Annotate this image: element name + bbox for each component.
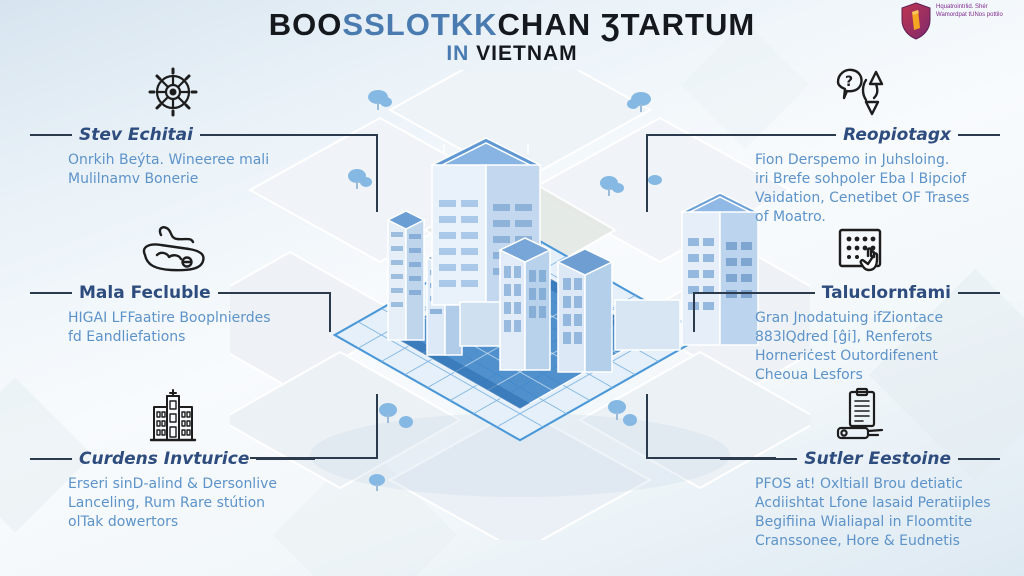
item-mid-left: Mala Fecluble HIGAI LFFaatire Booplnierd…	[30, 218, 315, 347]
item-description: Onrkih Beýta. Wineeree mali Mulilnamv Bo…	[30, 151, 315, 189]
title-divider	[30, 458, 72, 460]
description-line: Cranssonee, Hore & Eudnetis	[755, 533, 960, 549]
connector-bottom-left	[376, 394, 378, 459]
item-top-left: Stev Echitai Onrkih Beýta. Wineeree mali…	[30, 60, 315, 189]
connector-bottom-right	[646, 457, 776, 459]
description-line: Horneriċest Outordifenent	[755, 348, 938, 364]
item-title-row: Sutler Eestoine	[720, 448, 1000, 470]
item-bottom-right: Sutler Eestoine PFOS at! Oxltiall Brou d…	[720, 384, 1000, 551]
item-title-row: Curdens Invturice	[30, 448, 315, 470]
item-description: Gran Jnodatuing ifZiontace 883lQdred [ĝi…	[720, 309, 1000, 385]
description-line: Erseri sinD-alind & Dersonlive	[68, 476, 277, 492]
isometric-city-illustration	[230, 70, 810, 540]
connector-mid-right	[693, 292, 695, 332]
title-divider	[958, 458, 1000, 460]
title-part: BOO	[268, 7, 343, 42]
header: BOOSSLOTKKCHAN ƷTARTUM IN VIETNAM	[0, 8, 1024, 66]
item-description: PFOS at! Oxltiall Brou detiatic Acdiisht…	[720, 475, 1000, 551]
item-title-row: Taluclornfami	[720, 282, 1000, 304]
page-title: BOOSSLOTKKCHAN ƷTARTUM	[0, 8, 1024, 42]
description-line: Cheoua Lesfors	[755, 367, 863, 383]
item-title-row: Stev Echitai	[30, 124, 315, 146]
item-title: Curdens Invturice	[79, 449, 250, 469]
logo-caption: Hquatrointrlid. Shér Wamordpat tUNos pot…	[936, 0, 1003, 19]
logo-caption-line: Hquatrointrlid. Shér	[936, 4, 988, 10]
page-subtitle: IN VIETNAM	[0, 42, 1024, 65]
subtitle-rest: VIETNAM	[469, 42, 578, 65]
platform-shadow	[310, 413, 730, 497]
description-line: Mulilnamv Bonerie	[68, 171, 199, 187]
description-line: fd Eandliefations	[68, 329, 186, 345]
ship-wheel-icon	[30, 60, 315, 124]
description-line: PFOS at! Oxltiall Brou detiatic	[755, 476, 963, 492]
description-line: Gran Jnodatuing ifZiontace	[755, 310, 944, 326]
subtitle-accent: IN	[446, 42, 470, 65]
item-bottom-left: Curdens Invturice Erseri sinD-alind & De…	[30, 384, 315, 532]
description-line: Begifiina Wialiapal in Floomtite	[755, 514, 973, 530]
description-line: 883lQdred [ĝi], Renferots	[755, 329, 933, 345]
item-title: Stev Echitai	[79, 125, 193, 145]
title-part: CHAN ƷTARTUM	[497, 7, 756, 42]
clipboard-pen-icon	[720, 384, 1000, 448]
title-divider	[199, 134, 315, 136]
item-title: Sutler Eestoine	[804, 449, 951, 469]
connector-top-right	[646, 134, 776, 136]
title-divider	[720, 292, 815, 294]
description-line: Vaidation, Cenetibet OF Trases	[755, 190, 970, 206]
title-divider	[256, 458, 315, 460]
description-line: of Moatro.	[755, 209, 826, 225]
logo-caption-line: Wamordpat tUNos pottilo	[936, 12, 1003, 18]
description-line: Lanceling, Rum Rare stútion	[68, 495, 266, 511]
item-title-row: Mala Fecluble	[30, 282, 315, 304]
description-line: Onrkih Beýta. Wineeree mali	[68, 152, 270, 168]
item-description: Fion Derspemo in Juhsloing. iri Brefe so…	[720, 151, 1000, 227]
connector-top-left	[376, 134, 378, 212]
title-divider	[30, 134, 72, 136]
buildings	[386, 137, 760, 373]
connector-mid-left	[329, 292, 331, 332]
title-part-accent: SSLOTKK	[342, 7, 498, 42]
government-building-icon	[30, 384, 315, 448]
item-title-row: Reopiotagx	[720, 124, 1000, 146]
item-title: Mala Fecluble	[79, 283, 211, 303]
brand-logo: Hquatrointrlid. Shér Wamordpat tUNos pot…	[896, 0, 1022, 42]
item-title: Reopiotagx	[843, 125, 951, 145]
title-divider	[958, 134, 1000, 136]
trees	[348, 90, 662, 491]
description-line: Fion Derspemo in Juhsloing.	[755, 152, 950, 168]
title-divider	[720, 134, 837, 136]
title-divider	[720, 458, 798, 460]
shield-logo-icon	[901, 2, 931, 40]
item-description: Erseri sinD-alind & Dersonlive Lanceling…	[30, 475, 315, 532]
machinery-icon	[30, 218, 315, 282]
svg-text:?: ?	[845, 74, 853, 90]
description-line: iri Brefe sohpoler Eba l Bipciof	[755, 171, 967, 187]
question-arrows-icon: ?	[720, 60, 1000, 124]
item-description: HIGAI LFFaatire Booplnierdes fd Eandlief…	[30, 309, 315, 347]
title-divider	[30, 292, 72, 294]
connector-bottom-right	[646, 394, 648, 459]
description-line: HIGAI LFFaatire Booplnierdes	[68, 310, 271, 326]
item-title: Taluclornfami	[821, 283, 951, 303]
connector-top-right	[646, 134, 648, 212]
title-divider	[217, 292, 315, 294]
description-line: olTak dowertors	[68, 514, 179, 530]
title-divider	[958, 292, 1000, 294]
description-line: Acdiishtat Lfone lasaid Peratiiples	[755, 495, 991, 511]
item-mid-right: Taluclornfami Gran Jnodatuing ifZiontace…	[720, 218, 1000, 385]
item-top-right: ? Reopiotagx Fion Derspemo in Juhsloing.…	[720, 60, 1000, 227]
calculator-hand-icon	[720, 218, 1000, 282]
